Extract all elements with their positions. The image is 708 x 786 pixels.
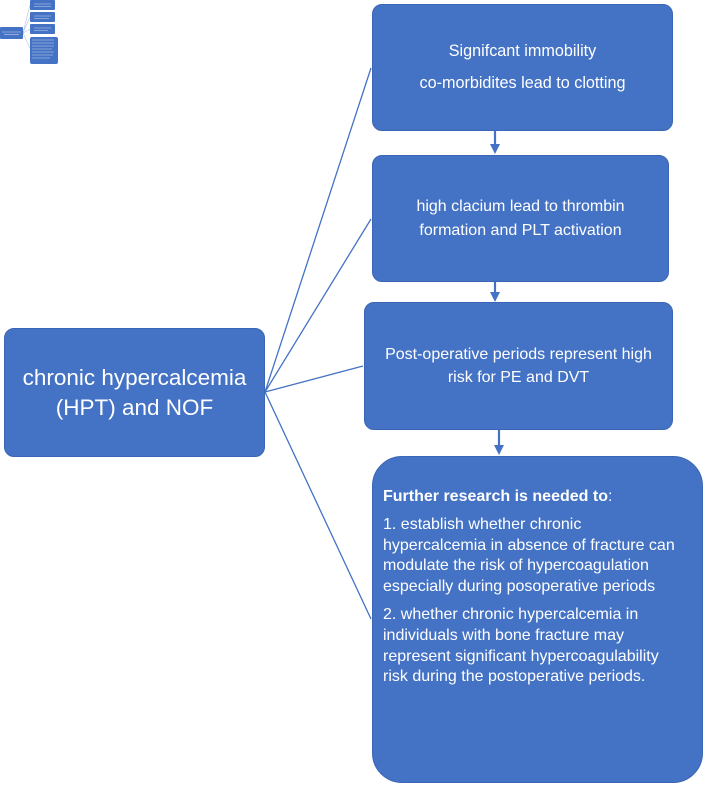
diagram-thumbnail: [0, 0, 58, 64]
connector-root-to-box4: [264, 391, 372, 620]
box-postoperative-risk-text: Post-operative periods represent high ri…: [385, 345, 652, 386]
box-thrombin-text: high clacium lead to thrombin formation …: [416, 198, 625, 239]
box-postoperative-risk: Post-operative periods represent high ri…: [364, 302, 673, 430]
research-title: Further research is needed to:: [383, 487, 612, 508]
connector-root-to-box1: [264, 67, 372, 393]
box-immobility: Signifcant immobility co-morbidites lead…: [372, 4, 673, 131]
root-line-2: (HPT) and NOF: [55, 394, 214, 420]
connector-root-to-box2: [264, 218, 372, 393]
box-thrombin: high clacium lead to thrombin formation …: [372, 155, 669, 282]
research-title-colon: :: [607, 488, 613, 505]
connector-root-to-box3: [264, 365, 364, 393]
root-line-1: chronic hypercalcemia: [22, 365, 247, 391]
box-immobility-line-1: Signifcant immobility: [448, 42, 597, 61]
research-title-bold: Further research is needed to: [383, 488, 608, 505]
box-further-research: Further research is needed to: 1. establ…: [372, 456, 703, 783]
box-immobility-line-2: co-morbidites lead to clotting: [419, 73, 626, 92]
research-item-1: 1. establish whether chronic hypercalcem…: [383, 515, 675, 596]
root-box-hypercalcemia: chronic hypercalcemia (HPT) and NOF: [4, 328, 265, 457]
research-item-2: 2. whether chronic hypercalcemia in indi…: [383, 605, 659, 686]
